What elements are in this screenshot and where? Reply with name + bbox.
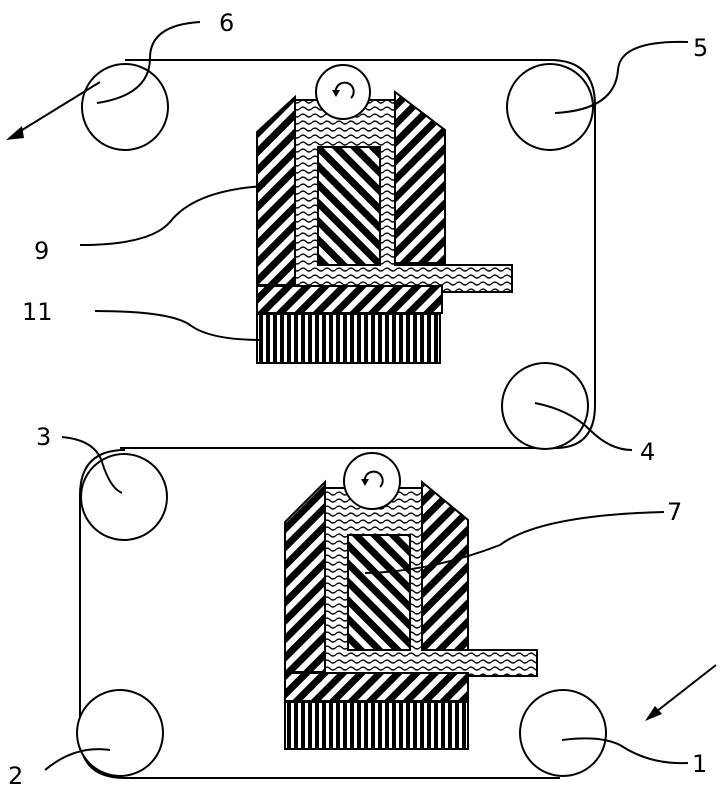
label-11: 11 bbox=[22, 298, 53, 326]
leader-11 bbox=[95, 311, 262, 340]
leader-9 bbox=[80, 186, 265, 245]
label-1: 1 bbox=[692, 750, 707, 778]
lower-coating-unit bbox=[285, 453, 537, 749]
entry-arrow bbox=[645, 665, 716, 721]
label-5: 5 bbox=[693, 34, 708, 62]
label-6: 6 bbox=[219, 9, 234, 37]
roller-6 bbox=[82, 64, 168, 150]
label-4: 4 bbox=[640, 438, 655, 466]
upper-coating-unit bbox=[257, 65, 512, 363]
roller-3 bbox=[81, 454, 167, 540]
label-9: 9 bbox=[34, 237, 49, 265]
roller-5 bbox=[507, 64, 593, 150]
roller-2 bbox=[77, 690, 163, 776]
label-2: 2 bbox=[8, 762, 23, 790]
label-3: 3 bbox=[36, 423, 51, 451]
roller-1 bbox=[520, 690, 606, 776]
label-7: 7 bbox=[667, 498, 682, 526]
